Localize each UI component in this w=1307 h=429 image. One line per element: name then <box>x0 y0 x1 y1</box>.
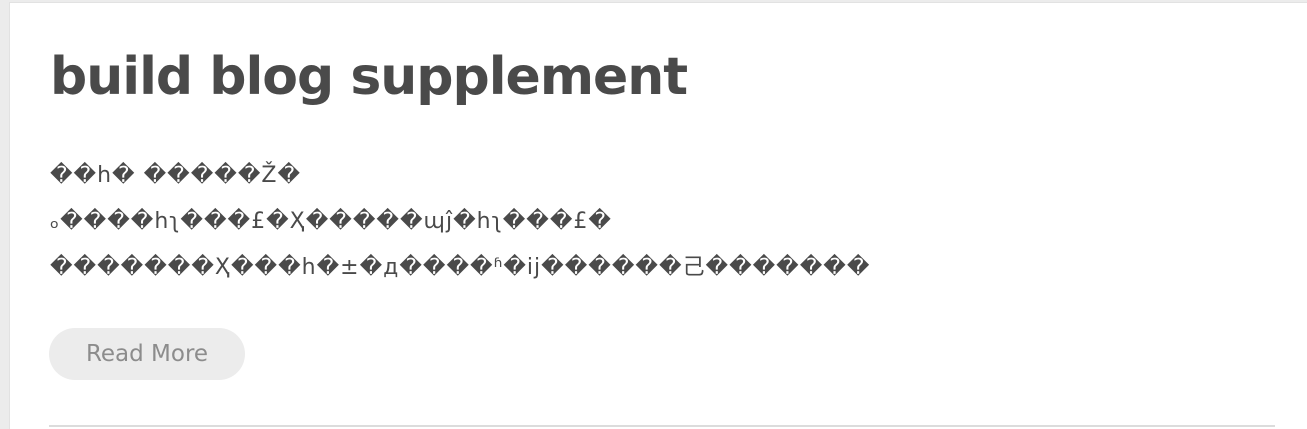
post-title[interactable]: build blog supplement <box>50 47 688 107</box>
blog-post-card: build blog supplement ��h� �����Ž� ₒ����… <box>9 2 1307 429</box>
post-excerpt: ��h� �����Ž� ₒ����hʅ���£�Ҳ�����պĵ�hʅ���£… <box>50 153 1250 291</box>
read-more-button[interactable]: Read More <box>49 328 245 380</box>
divider <box>49 425 1275 427</box>
excerpt-line: ��h� �����Ž� <box>50 163 302 188</box>
excerpt-line: ₒ����hʅ���£�Ҳ�����պĵ�hʅ���£� <box>50 209 612 234</box>
excerpt-line: �������Ҳ���h�±�д����ʱ�ij������己������� <box>50 255 871 280</box>
